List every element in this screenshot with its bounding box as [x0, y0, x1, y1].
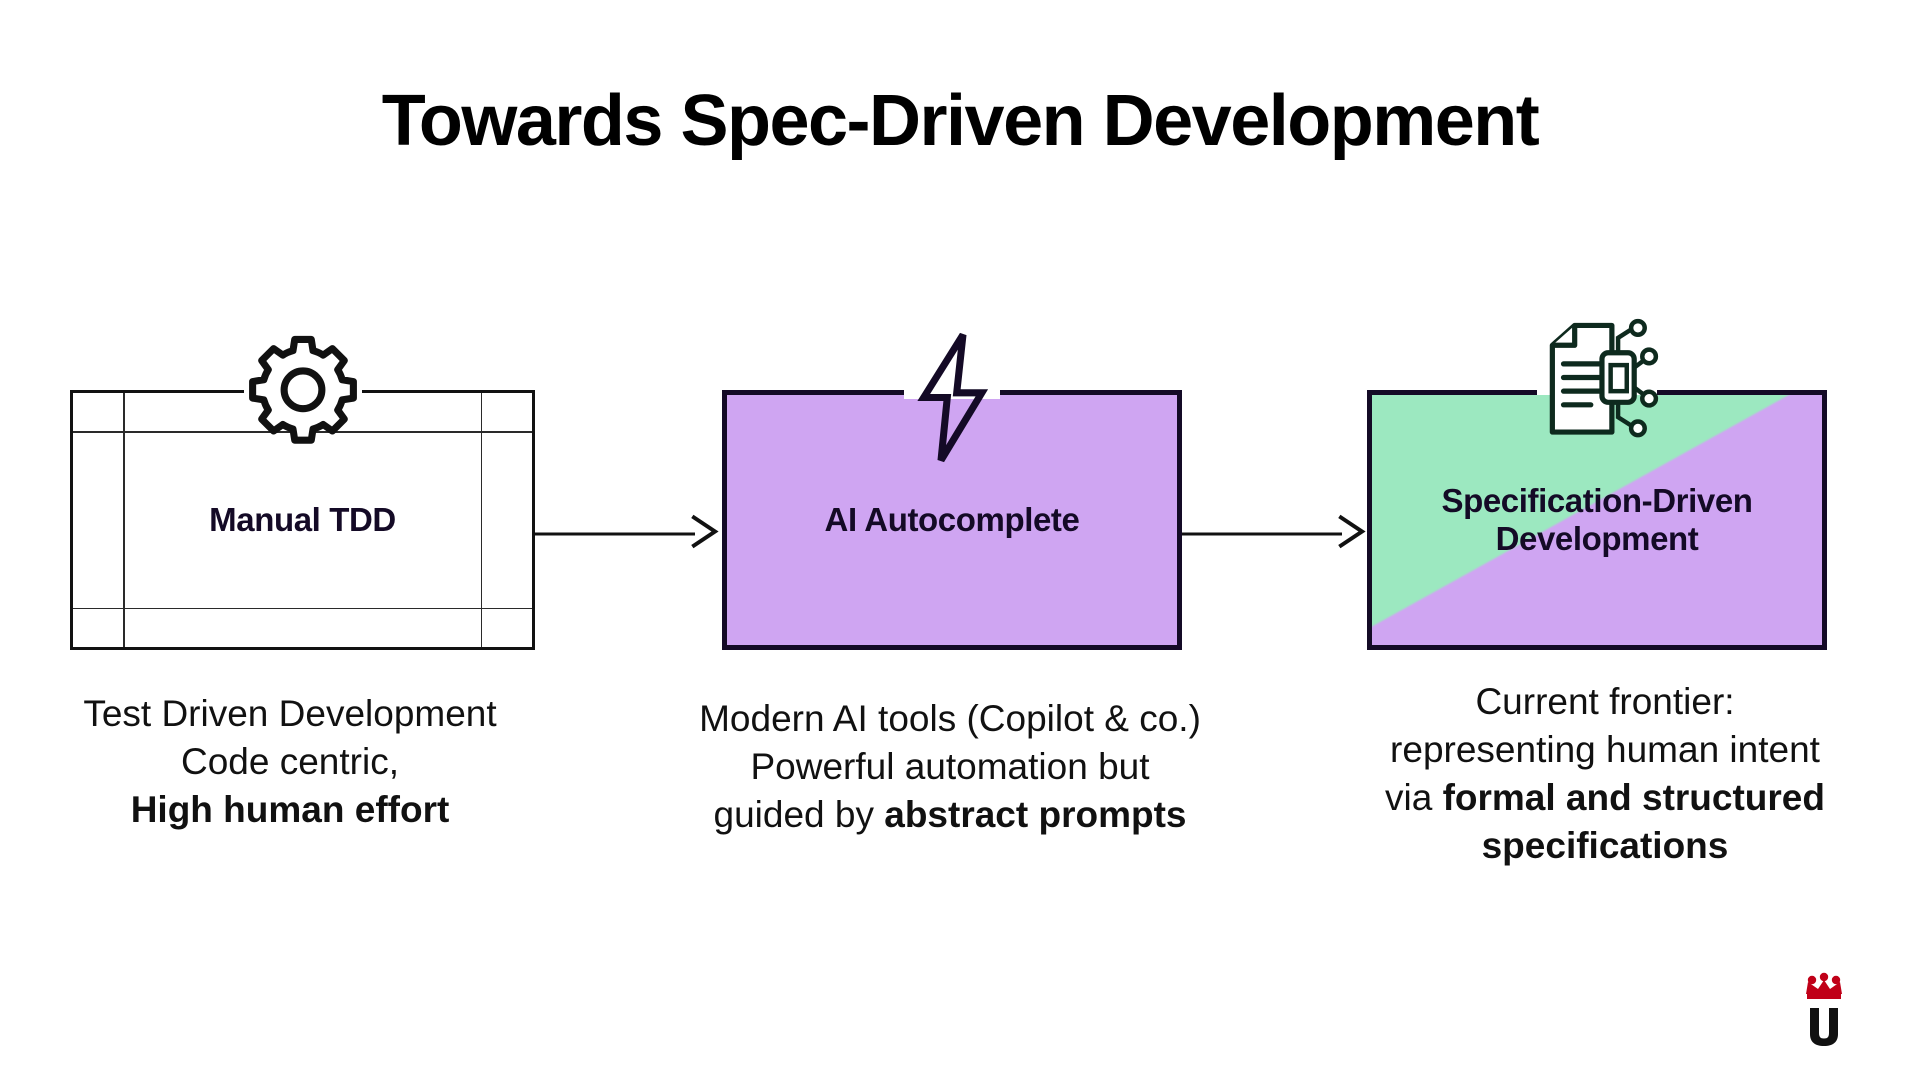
lightning-bolt-icon	[904, 330, 1000, 470]
grid-line-h2	[73, 607, 532, 609]
arrow-2-shaft	[1182, 532, 1342, 536]
caption-1-line-3: High human effort	[0, 786, 580, 834]
arrow-2-head	[1337, 514, 1367, 554]
caption-3-line-1: Current frontier:	[1475, 681, 1735, 722]
arrow-2	[1182, 514, 1367, 549]
arrow-1-head	[690, 514, 720, 554]
sdd-label-line-2: Development	[1495, 520, 1699, 557]
caption-1-line-1: Test Driven Development	[83, 693, 497, 734]
sdd-label-line-1: Specification-Driven	[1441, 482, 1753, 520]
caption-manual-tdd: Test Driven Development Code centric, Hi…	[0, 690, 580, 834]
caption-2-line-1: Modern AI tools (Copilot & co.)	[699, 698, 1201, 739]
document-circuit-icon	[1535, 318, 1659, 447]
caption-3-line-4: specifications	[1305, 822, 1905, 870]
flow-stage-specification-driven-development[interactable]: Specification-Driven Development	[1367, 318, 1827, 650]
caption-3-line-2: representing human intent	[1390, 729, 1820, 771]
flow-stage-ai-autocomplete[interactable]: AI Autocomplete	[722, 332, 1182, 650]
caption-3-line-3-plain: via	[1385, 777, 1443, 819]
urjc-university-logo	[1788, 968, 1860, 1052]
specification-driven-development-label: Specification-Driven Development	[1372, 482, 1822, 558]
caption-2-line-3: guided by abstract prompts	[600, 791, 1300, 839]
specification-driven-development-box[interactable]: Specification-Driven Development	[1367, 390, 1827, 650]
arrow-1	[535, 514, 720, 549]
page-title: Towards Spec-Driven Development	[381, 81, 1540, 161]
caption-2-line-3-bold: abstract prompts	[884, 794, 1187, 836]
caption-1-line-3-bold: High human effort	[130, 789, 450, 831]
manual-tdd-label: Manual TDD	[209, 501, 396, 539]
flow-stage-manual-tdd[interactable]: Manual TDD	[70, 335, 535, 650]
caption-ai-autocomplete: Modern AI tools (Copilot & co.) Powerful…	[600, 695, 1300, 839]
ai-autocomplete-label: AI Autocomplete	[824, 501, 1080, 539]
caption-1-line-2: Code centric,	[181, 741, 399, 783]
arrow-1-shaft	[535, 532, 695, 536]
grid-line-v2	[480, 393, 482, 647]
gear-icon	[244, 330, 362, 453]
caption-2-line-2: Powerful automation but	[750, 746, 1150, 788]
caption-3-line-3: via formal and structured	[1305, 774, 1905, 822]
grid-line-v1	[123, 393, 125, 647]
caption-3-line-3-bold: formal and structured	[1442, 777, 1825, 819]
caption-2-line-3-plain: guided by	[713, 794, 885, 836]
caption-specification-driven-development: Current frontier: representing human int…	[1305, 678, 1905, 870]
caption-3-line-4-bold: specifications	[1481, 825, 1729, 867]
ai-autocomplete-box[interactable]: AI Autocomplete	[722, 390, 1182, 650]
